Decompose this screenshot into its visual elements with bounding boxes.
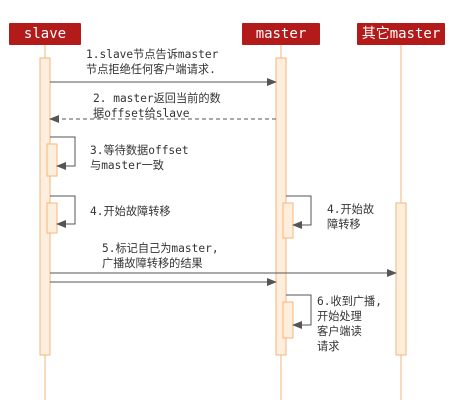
slave-failover-activation <box>46 202 58 234</box>
message-3-label: 3.等待数据offset 与master一致 <box>90 143 189 173</box>
message-6-label: 6.收到广播, 开始处理 客户端读 请求 <box>317 294 382 354</box>
message-2-line-1: 2. master返回当前的数 <box>93 92 221 105</box>
slave-wait-activation <box>46 143 58 177</box>
message-4-master-line-2: 障转移 <box>327 218 361 231</box>
message-2-line-2: 据offset给slave <box>93 107 190 120</box>
message-1-label: 1.slave节点告诉master 节点拒绝任何客户端请求. <box>86 47 218 77</box>
message-3-line-1: 3.等待数据offset <box>90 144 189 157</box>
message-4-master-line-1: 4.开始故 <box>327 203 375 216</box>
message-5-line-1: 5.标记自己为master, <box>102 242 219 255</box>
message-4-master-label: 4.开始故 障转移 <box>327 202 374 232</box>
message-3-line-2: 与master一致 <box>90 159 164 172</box>
participant-slave: slave <box>9 23 81 45</box>
message-1-line-1: 1.slave节点告诉master <box>86 48 219 61</box>
message-4-slave-arrow <box>50 195 76 228</box>
message-2-label: 2. master返回当前的数 据offset给slave <box>93 91 221 121</box>
others-activation <box>395 202 407 356</box>
participant-other-masters: 其它master <box>357 23 445 45</box>
message-5-line-2: 广播故障转移的结果 <box>102 257 203 270</box>
message-1-line-2: 节点拒绝任何客户端请求. <box>86 63 216 76</box>
message-4-slave-label: 4.开始故障转移 <box>90 204 171 219</box>
message-6-line-2: 开始处理 <box>317 310 362 323</box>
master-failover-activation <box>282 202 294 239</box>
message-4-slave-line-1: 4.开始故障转移 <box>90 205 171 218</box>
participant-master: master <box>242 23 320 45</box>
message-6-line-4: 请求 <box>317 340 340 353</box>
message-6-arrow <box>286 294 312 329</box>
message-3-arrow <box>50 136 76 170</box>
message-6-line-1: 6.收到广播, <box>317 295 382 308</box>
master-receive-activation <box>282 301 294 339</box>
message-6-line-3: 客户端读 <box>317 325 362 338</box>
message-4-master-arrow <box>286 195 312 229</box>
message-5-label: 5.标记自己为master, 广播故障转移的结果 <box>102 241 219 271</box>
